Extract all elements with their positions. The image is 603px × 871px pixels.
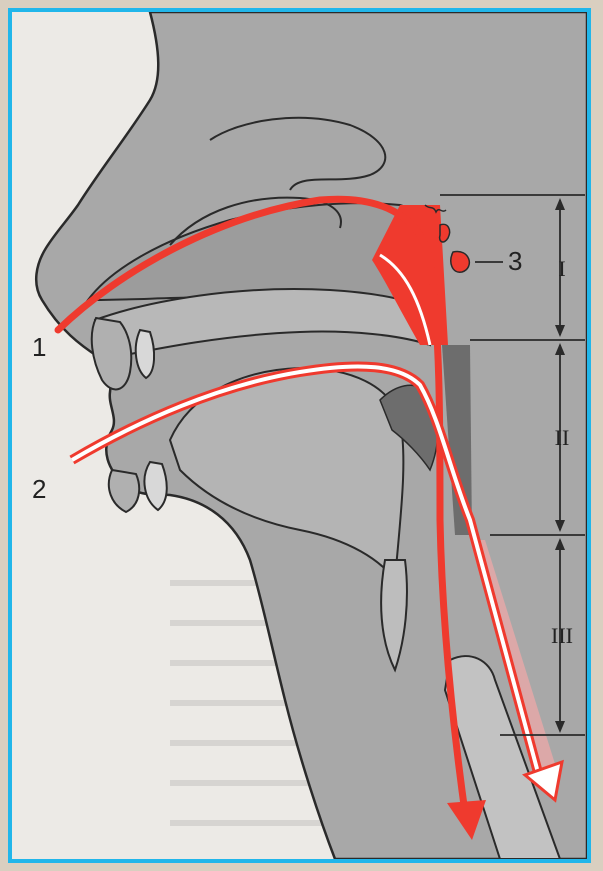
region-label-2: II (555, 425, 570, 450)
marker-2: 2 (32, 474, 46, 504)
tonsil-bump (451, 251, 470, 272)
region-label-3: III (551, 623, 573, 648)
region-label-1: I (558, 256, 565, 281)
marker-1: 1 (32, 332, 46, 362)
marker-3: 3 (508, 246, 522, 276)
